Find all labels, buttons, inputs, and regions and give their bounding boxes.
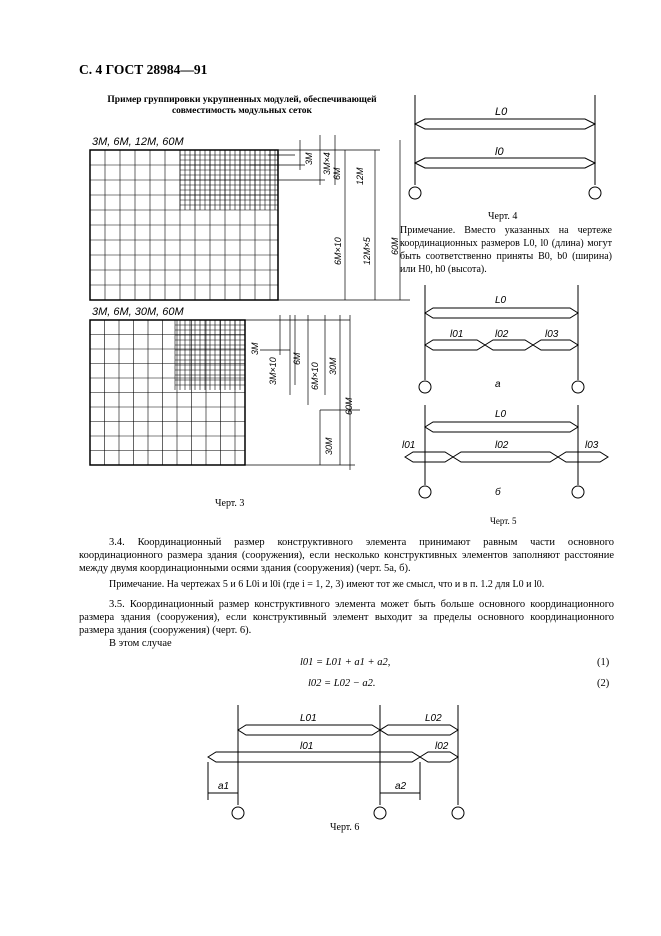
paragraph-3-4: 3.4. Координационный размер конструктивн… — [79, 537, 614, 574]
equation-2: l02 = L02 − a2. — [308, 678, 376, 689]
svg-text:l02: l02 — [435, 741, 449, 752]
page-header: С. 4 ГОСТ 28984—91 — [79, 62, 208, 77]
svg-text:6М: 6М — [332, 167, 342, 180]
svg-text:60М: 60М — [344, 397, 354, 415]
fig3-title: Пример группировки укрупненных модулей, … — [107, 95, 377, 116]
equation-1-number: (1) — [597, 657, 610, 668]
svg-text:L0: L0 — [495, 106, 508, 118]
fig4-caption: Черт. 4 — [488, 211, 518, 222]
svg-text:30М: 30М — [328, 357, 338, 375]
svg-text:L02: L02 — [425, 713, 442, 724]
svg-text:3М×4: 3М×4 — [322, 152, 332, 175]
fig3-top-label: 3М, 6М, 12М, 60М — [92, 136, 185, 148]
svg-text:а: а — [495, 379, 501, 390]
svg-text:3М×10: 3М×10 — [268, 357, 278, 385]
svg-text:30М: 30М — [324, 437, 334, 455]
svg-text:12М×5: 12М×5 — [362, 236, 372, 265]
svg-text:l0: l0 — [495, 146, 504, 158]
svg-text:3М: 3М — [250, 342, 260, 355]
fig3-caption: Черт. 3 — [215, 498, 245, 509]
svg-text:l02: l02 — [495, 440, 509, 451]
svg-text:L01: L01 — [300, 713, 317, 724]
svg-text:б: б — [495, 486, 501, 498]
svg-text:L0: L0 — [495, 409, 507, 420]
svg-text:60М: 60М — [390, 237, 400, 255]
equation-2-number: (2) — [597, 678, 610, 689]
svg-text:l01: l01 — [300, 741, 313, 752]
svg-text:3М: 3М — [304, 152, 314, 165]
paragraph-3-5: 3.5. Координационный размер конструктивн… — [79, 599, 614, 636]
fig5-caption: Черт. 5 — [490, 516, 517, 526]
fig5-drawing: L0 l01 l02 l03 а L0 l01 l02 l03 б — [402, 285, 609, 499]
svg-text:l01: l01 — [450, 329, 463, 340]
fig3-bottom-label: 3М, 6М, 30М, 60М — [92, 306, 185, 318]
svg-text:l01: l01 — [402, 440, 415, 451]
svg-text:6М: 6М — [292, 352, 302, 365]
svg-text:6М×10: 6М×10 — [333, 237, 343, 265]
svg-text:l03: l03 — [545, 329, 559, 340]
svg-text:6М×10: 6М×10 — [310, 362, 320, 390]
equation-1: l01 = L01 + a1 + a2, — [300, 657, 391, 668]
svg-text:l02: l02 — [495, 329, 509, 340]
svg-text:L0: L0 — [495, 295, 507, 306]
fig4-note: Примечание. Вместо указанных на чертеже … — [400, 225, 612, 275]
svg-text:12М: 12М — [355, 167, 365, 185]
fig4-drawing: L0 l0 — [408, 95, 602, 200]
in-this-case: В этом случае — [109, 638, 172, 649]
svg-text:a1: a1 — [218, 781, 229, 792]
svg-text:a2: a2 — [395, 781, 407, 792]
fig3-drawing: 3М, 6М, 12М, 60М 3М, 6М, 30М, 60М 3М 3М×… — [89, 135, 410, 470]
fig6-drawing: L01 L02 l01 l02 a1 a2 — [207, 705, 465, 820]
note-2: Примечание. На чертежах 5 и 6 L0i и l0i … — [109, 579, 545, 590]
fig6-caption: Черт. 6 — [330, 822, 360, 833]
svg-text:l03: l03 — [585, 440, 599, 451]
